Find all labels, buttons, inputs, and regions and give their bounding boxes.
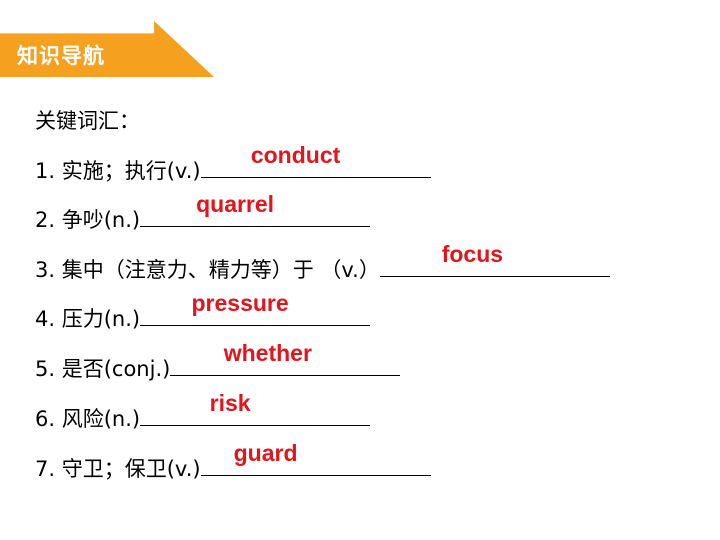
vocab-prompt: 1. 实施；执行(v.) (35, 159, 201, 183)
vocab-prompt: 7. 守卫；保卫(v.) (35, 457, 201, 481)
vocab-item-1: 1. 实施；执行(v.) conduct (35, 142, 431, 185)
answer-blank: risk (140, 390, 371, 426)
answer-blank: guard (200, 440, 431, 476)
answer-text: risk (209, 390, 251, 416)
answer-blank: conduct (200, 142, 431, 178)
answer-text: focus (441, 241, 504, 267)
vocab-item-2: 2. 争吵(n.) quarrel (35, 191, 371, 234)
vocab-prompt: 6. 风险(n.) (35, 407, 141, 431)
vocab-item-4: 4. 压力(n.) pressure (35, 290, 371, 333)
answer-blank: focus (379, 241, 610, 277)
answer-text: whether (223, 340, 312, 366)
answer-blank: whether (170, 340, 401, 376)
vocab-prompt: 5. 是否(conj.) (35, 357, 171, 381)
vocab-prompt: 3. 集中（注意力、精力等）于 （v.） (35, 258, 380, 282)
answer-text: quarrel (196, 191, 275, 217)
vocab-heading: 关键词汇： (35, 109, 140, 133)
vocab-item-5: 5. 是否(conj.) whether (35, 340, 401, 383)
vocab-prompt: 2. 争吵(n.) (35, 208, 141, 232)
vocab-item-7: 7. 守卫；保卫(v.) guard (35, 440, 431, 483)
banner-title: 知识导航 (17, 44, 105, 68)
answer-text: conduct (250, 142, 341, 168)
vocab-prompt: 4. 压力(n.) (35, 307, 141, 331)
answer-text: pressure (191, 290, 289, 316)
answer-blank: quarrel (140, 191, 371, 227)
vocab-item-6: 6. 风险(n.) risk (35, 390, 371, 433)
answer-text: guard (233, 440, 298, 466)
answer-blank: pressure (140, 290, 371, 326)
vocab-item-3: 3. 集中（注意力、精力等）于 （v.） focus (35, 241, 610, 284)
